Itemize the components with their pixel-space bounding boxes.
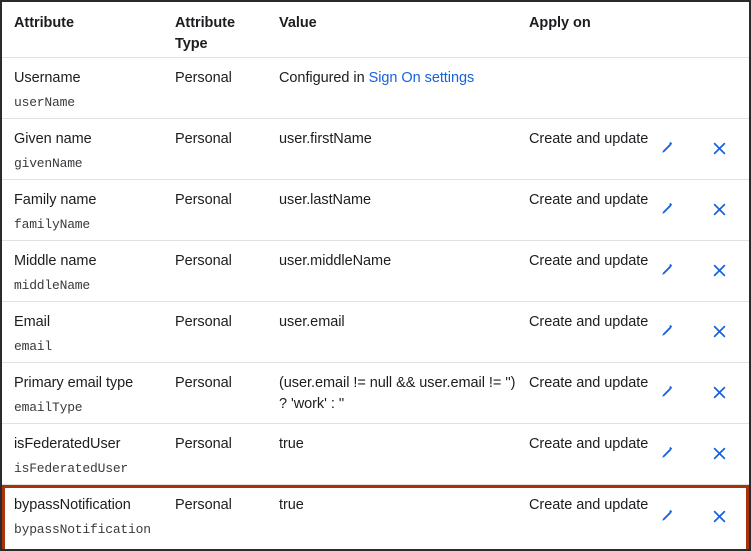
attribute-cell: Email email [14, 312, 172, 357]
close-icon[interactable] [710, 507, 728, 525]
apply-on-cell: Create and update [529, 192, 649, 208]
attribute-type-cell: Personal [175, 131, 232, 147]
pencil-icon[interactable] [658, 507, 676, 525]
table-row: Username userName Personal Configured in Si… [2, 58, 749, 119]
attribute-type-cell: Personal [175, 497, 232, 513]
close-icon[interactable] [710, 261, 728, 279]
table-row: Family name familyName Personal user.lastNa… [2, 180, 749, 241]
pencil-icon[interactable] [658, 261, 676, 279]
pencil-icon[interactable] [658, 200, 676, 218]
value-cell: user.firstName [279, 131, 372, 147]
attribute-type-cell: Personal [175, 436, 232, 452]
pencil-icon[interactable] [658, 322, 676, 340]
column-header-value: Value [279, 15, 317, 31]
attribute-technical-name: emailType [14, 400, 83, 415]
apply-on-cell: Create and update [529, 497, 649, 513]
pencil-icon[interactable] [658, 139, 676, 157]
pencil-icon[interactable] [658, 444, 676, 462]
close-icon[interactable] [710, 139, 728, 157]
attribute-display-name: bypassNotification [14, 497, 131, 513]
close-icon[interactable] [710, 322, 728, 340]
sign-on-settings-link[interactable]: Sign On settings [368, 70, 475, 86]
column-header-attribute: Attribute [14, 15, 74, 31]
attribute-cell: Primary email type emailType [14, 373, 172, 418]
attribute-type-cell: Personal [175, 253, 232, 269]
attribute-type-cell: Personal [175, 192, 232, 208]
attribute-type-cell: Personal [175, 314, 232, 330]
apply-on-cell: Create and update [529, 375, 649, 391]
value-cell: user.lastName [279, 192, 372, 208]
table-row: Email email Personal user.email Create and u… [2, 302, 749, 363]
attribute-type-cell: Personal [175, 70, 232, 86]
apply-on-cell: Create and update [529, 314, 649, 330]
attribute-technical-name: isFederatedUser [14, 461, 129, 476]
attribute-type-cell: Personal [175, 375, 232, 391]
apply-on-cell: Create and update [529, 131, 649, 147]
table-header-row: Attribute Attribute Type Value Apply on [2, 2, 749, 58]
column-header-apply-on: Apply on [529, 15, 591, 31]
value-cell: (user.email != null && user.email != '')… [279, 375, 516, 412]
value-cell: Configured in Sign On settings [279, 68, 522, 89]
value-cell: user.email [279, 314, 345, 330]
table-row: Middle name middleName Personal user.middle… [2, 241, 749, 302]
column-header-attribute-type: Attribute Type [175, 15, 235, 52]
close-icon[interactable] [710, 200, 728, 218]
attribute-display-name: isFederatedUser [14, 436, 121, 452]
attribute-cell: Username userName [14, 68, 172, 113]
close-icon[interactable] [710, 383, 728, 401]
value-text: Configured in [279, 70, 369, 86]
value-cell: user.middleName [279, 253, 392, 269]
attribute-cell: Middle name middleName [14, 251, 172, 296]
attribute-cell: Family name familyName [14, 190, 172, 235]
attribute-technical-name: familyName [14, 217, 91, 232]
attribute-display-name: Username [14, 70, 81, 86]
attribute-display-name: Middle name [14, 253, 97, 269]
close-icon[interactable] [710, 444, 728, 462]
attribute-technical-name: middleName [14, 278, 91, 293]
apply-on-cell: Create and update [529, 436, 649, 452]
attribute-display-name: Email [14, 314, 51, 330]
attribute-cell: isFederatedUser isFederatedUser [14, 434, 172, 479]
pencil-icon[interactable] [658, 383, 676, 401]
attribute-technical-name: email [14, 339, 53, 354]
attribute-cell: bypassNotification bypassNotification [14, 495, 172, 540]
attribute-cell: Given name givenName [14, 129, 172, 174]
apply-on-cell: Create and update [529, 253, 649, 269]
value-cell: true [279, 436, 304, 452]
attribute-technical-name: givenName [14, 156, 83, 171]
table-row-highlighted: bypassNotification bypassNotification Pers… [2, 485, 749, 549]
table-row: Primary email type emailType Personal (user… [2, 363, 749, 424]
attribute-display-name: Family name [14, 192, 97, 208]
table-row: isFederatedUser isFederatedUser Personal tr… [2, 424, 749, 485]
table-row: Given name givenName Personal user.firstNam… [2, 119, 749, 180]
attribute-technical-name: userName [14, 95, 75, 110]
value-cell: true [279, 497, 304, 513]
attribute-display-name: Given name [14, 131, 92, 147]
attribute-display-name: Primary email type [14, 375, 134, 391]
attribute-technical-name: bypassNotification [14, 522, 151, 537]
